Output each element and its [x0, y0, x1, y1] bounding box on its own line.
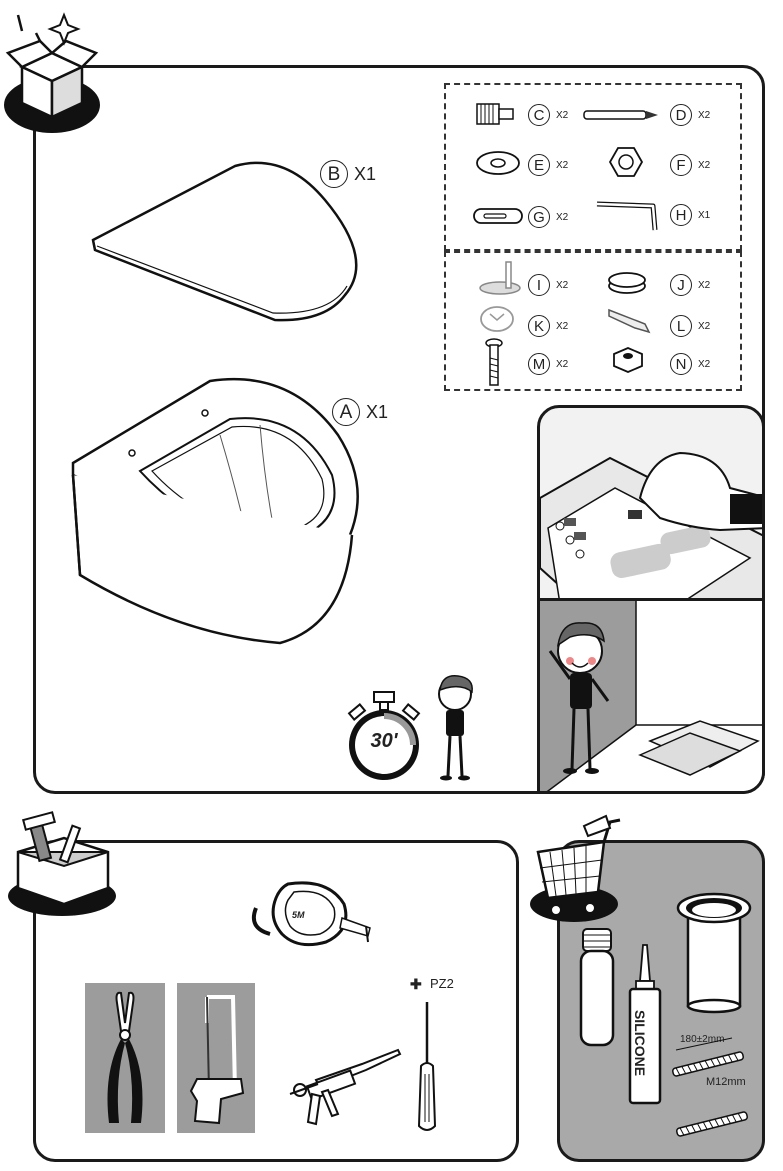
- caulking-gun-icon: [288, 1040, 404, 1130]
- screwdriver-icon: [413, 1000, 441, 1136]
- timer-text: 30': [370, 730, 398, 752]
- item-quantity: X2: [698, 320, 711, 332]
- silicone-label: SILICONE: [632, 1009, 648, 1077]
- item-G-label: G X2: [528, 206, 568, 228]
- hacksaw-icon: [177, 983, 255, 1133]
- stopwatch-icon: [346, 690, 422, 782]
- item-quantity: X2: [556, 358, 569, 370]
- item-letter: K: [528, 315, 550, 337]
- item-quantity: X2: [556, 159, 569, 171]
- item-quantity: X2: [698, 279, 711, 291]
- item-N-label: N X2: [670, 353, 710, 375]
- threaded-rod-1-icon: [668, 1030, 748, 1086]
- unpacking-character-illustration: [537, 598, 765, 794]
- hardware-group-1-box: [444, 83, 742, 251]
- item-J-label: J X2: [670, 274, 710, 296]
- tape-measure-icon: [248, 878, 372, 952]
- item-K-label: K X2: [528, 315, 568, 337]
- item-letter: C: [528, 104, 550, 126]
- item-letter: E: [528, 154, 550, 176]
- item-quantity: X2: [556, 109, 569, 121]
- cover-cap-icon: [480, 306, 514, 332]
- nut-icon: [608, 147, 644, 177]
- toilet-bowl-drawing: [70, 375, 370, 650]
- item-B-label: B X1: [320, 160, 376, 188]
- item-letter: J: [670, 274, 692, 296]
- rod-label: M12mm: [706, 1076, 746, 1088]
- item-letter: B: [320, 160, 348, 188]
- cap-icon: [608, 272, 646, 294]
- allen-key-icon: [596, 201, 658, 231]
- item-letter: M: [528, 353, 550, 375]
- item-I-label: I X2: [528, 274, 568, 296]
- drain-pipe-icon: [676, 890, 752, 1014]
- item-quantity: X1: [366, 401, 389, 422]
- item-quantity: X2: [698, 109, 711, 121]
- threaded-rod-icon: [583, 110, 658, 120]
- toolbox-icon: [4, 811, 122, 916]
- slotted-washer-icon: [473, 208, 523, 224]
- item-letter: L: [670, 315, 692, 337]
- item-D-label: D X2: [670, 104, 710, 126]
- open-box-icon: [0, 5, 110, 133]
- plus-icon: ✚: [410, 976, 422, 992]
- washer-icon: [476, 151, 520, 175]
- bracket-icon: [479, 261, 521, 295]
- bolt-icon: [485, 338, 503, 386]
- tape-measure-label: 5M: [292, 910, 305, 920]
- hardware-group-2-box: [444, 251, 742, 391]
- item-quantity: X1: [354, 163, 377, 184]
- item-quantity: X1: [698, 209, 711, 221]
- item-letter: G: [528, 206, 550, 228]
- shopping-cart-icon: [526, 812, 622, 922]
- screwdriver-label: PZ2: [430, 976, 454, 991]
- item-letter: F: [670, 154, 692, 176]
- square-nut-icon: [613, 347, 643, 373]
- item-quantity: X2: [556, 279, 569, 291]
- item-M-label: M X2: [528, 353, 568, 375]
- anchor-icon: [476, 103, 514, 125]
- item-letter: N: [670, 353, 692, 375]
- item-letter: H: [670, 204, 692, 226]
- item-H-label: H X1: [670, 204, 710, 226]
- pliers-icon: [85, 983, 165, 1133]
- item-quantity: X2: [556, 320, 569, 332]
- item-quantity: X2: [698, 159, 711, 171]
- clip-icon: [608, 308, 651, 334]
- item-quantity: X2: [698, 358, 711, 370]
- item-A-label: A X1: [332, 398, 388, 426]
- item-letter: D: [670, 104, 692, 126]
- item-L-label: L X2: [670, 315, 710, 337]
- item-letter: A: [332, 398, 360, 426]
- threaded-rod-2-icon: [672, 1104, 752, 1144]
- dimension-label: 180±2mm: [680, 1034, 725, 1045]
- check-parts-illustration: [537, 405, 765, 601]
- item-F-label: F X2: [670, 154, 710, 176]
- item-letter: I: [528, 274, 550, 296]
- item-E-label: E X2: [528, 154, 568, 176]
- standing-character-icon: [432, 672, 478, 782]
- item-C-label: C X2: [528, 104, 568, 126]
- silicone-cartridge-icon: [624, 943, 666, 1109]
- sealant-tube-icon: [577, 925, 617, 1050]
- toilet-seat-drawing: [85, 160, 365, 335]
- item-quantity: X2: [556, 211, 569, 223]
